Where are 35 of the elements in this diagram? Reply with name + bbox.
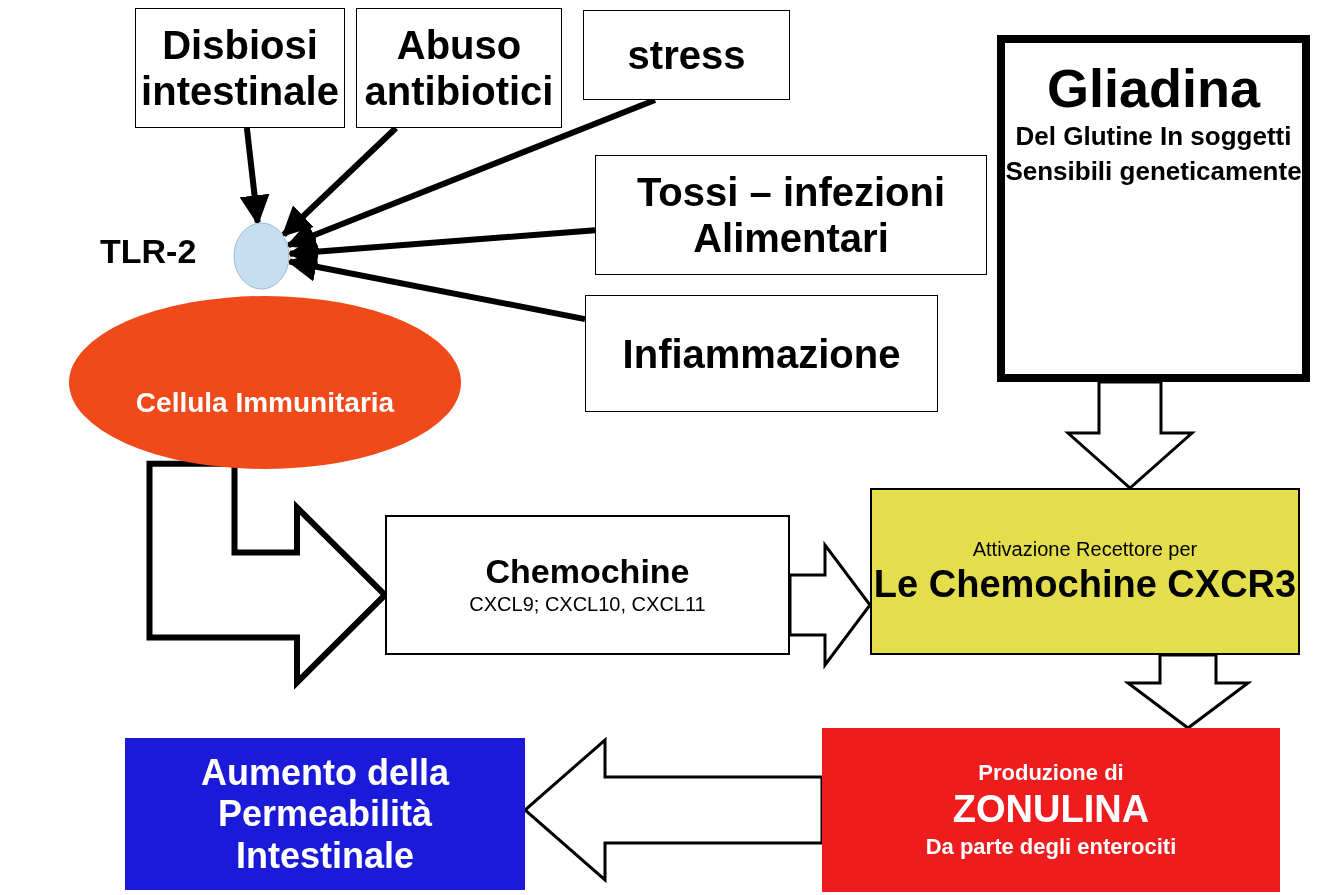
box-text: Aumento della Permeabilità Intestinale	[200, 751, 451, 877]
cause-box	[595, 155, 987, 275]
cause-box	[583, 10, 790, 100]
box-text: Del Glutine In soggetti Sensibili geneticamente	[1005, 120, 1302, 189]
box-text: Da parte degli enterociti	[925, 832, 1177, 861]
block-arrow	[1123, 653, 1253, 730]
cell-ellipse	[68, 295, 462, 470]
cause-box	[135, 8, 345, 128]
box-text: Cellula Immunitaria	[135, 385, 395, 420]
box-text: Chemochine	[485, 551, 690, 592]
cause-box	[356, 8, 562, 128]
box-text: Abuso antibiotici	[363, 22, 555, 114]
gluten-box	[997, 35, 1310, 382]
receptor-ellipse	[233, 222, 290, 290]
box-text: Gliadina	[1046, 57, 1260, 120]
outcome-box	[125, 738, 525, 890]
box-text: Attivazione Recettore per	[972, 537, 1198, 563]
receptor-box	[870, 488, 1300, 655]
arrow	[239, 127, 270, 226]
box-text: Le Chemochine CXCR3	[873, 563, 1297, 607]
chemokine-box	[385, 515, 790, 655]
box-text: Disbiosi intestinale	[140, 22, 340, 114]
block-arrow	[1064, 380, 1196, 490]
block-arrow	[522, 736, 824, 884]
box-text: Infiammazione	[622, 330, 901, 377]
box-text: Tossi – infezioni Alimentari	[635, 169, 947, 261]
box-text: stress	[627, 32, 746, 78]
zonulin-box	[822, 728, 1280, 892]
box-text: ZONULINA	[952, 788, 1150, 832]
block-arrow	[788, 540, 872, 670]
receptor-label: TLR-2	[100, 232, 197, 271]
box-text: CXCL9; CXCL10, CXCL11	[469, 592, 706, 618]
arrow	[286, 251, 586, 323]
box-text: Produzione di	[978, 759, 1124, 788]
cause-box	[585, 295, 938, 412]
